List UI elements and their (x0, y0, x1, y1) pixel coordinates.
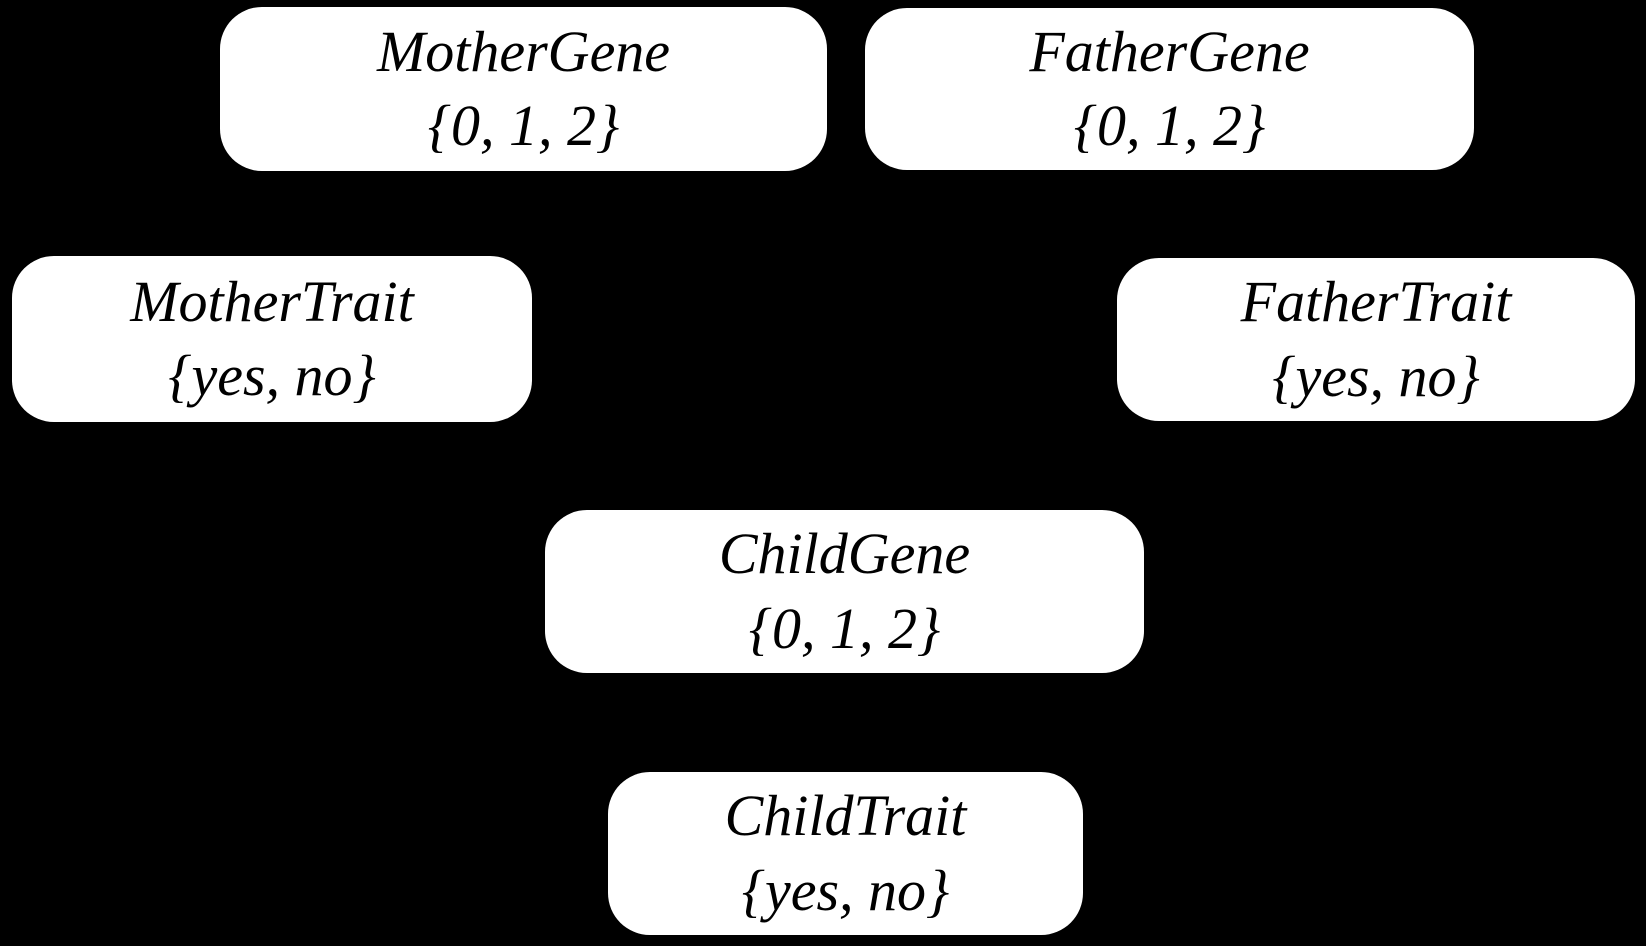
node-father-trait-label: FatherTrait (1240, 269, 1512, 335)
node-father-gene: FatherGene {0, 1, 2} (865, 8, 1474, 170)
node-mother-gene-label: MotherGene (376, 18, 671, 84)
node-father-gene-label: FatherGene (1029, 18, 1310, 84)
node-child-gene-values: {0, 1, 2} (748, 595, 941, 661)
node-mother-trait: MotherTrait {yes, no} (12, 256, 532, 422)
node-mother-trait-values: {yes, no} (168, 343, 376, 408)
node-child-trait: ChildTrait {yes, no} (608, 772, 1083, 935)
node-father-gene-values: {0, 1, 2} (1073, 93, 1266, 158)
node-child-trait-label: ChildTrait (724, 783, 967, 849)
node-child-gene: ChildGene {0, 1, 2} (545, 510, 1144, 673)
node-mother-trait-label: MotherTrait (130, 268, 414, 334)
node-father-trait-values: {yes, no} (1272, 343, 1480, 409)
node-father-trait: FatherTrait {yes, no} (1117, 258, 1635, 421)
node-mother-gene-values: {0, 1, 2} (427, 93, 620, 158)
node-child-gene-label: ChildGene (718, 521, 971, 587)
node-child-trait-values: {yes, no} (741, 857, 950, 923)
node-mother-gene: MotherGene {0, 1, 2} (220, 7, 827, 171)
